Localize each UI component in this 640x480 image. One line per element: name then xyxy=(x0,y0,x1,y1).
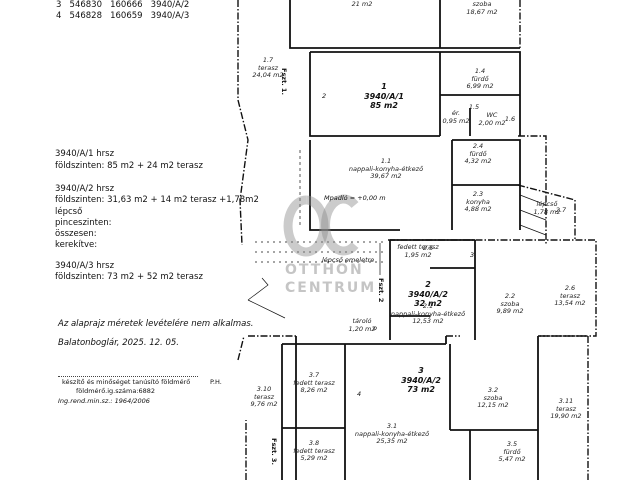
note-a1-line: földszinten: 85 m2 + 24 m2 terasz xyxy=(55,161,203,171)
unit-number-mark: 4 xyxy=(357,390,362,398)
unit-number-mark: o xyxy=(373,324,377,332)
unit-number-mark: 3 xyxy=(470,251,475,259)
note-a2-head: 3940/A/2 hrsz xyxy=(55,184,115,194)
stair-label: lépcső emeletre xyxy=(322,256,375,264)
place-date: Balatonboglár, 2025. 12. 05. xyxy=(58,338,179,348)
disclaimer: Az alaprajz méretek levételére nem alkal… xyxy=(58,319,254,329)
floor-label-fszt1: Fszt. 1. xyxy=(280,68,288,95)
watermark-line1: OTTHON xyxy=(285,262,364,278)
signature-line xyxy=(58,376,198,377)
floor-label-fszt2: Fszt. 2 xyxy=(377,278,385,303)
room-label: 21 m2 xyxy=(351,0,373,8)
note-a2-l3: lépcső xyxy=(55,207,83,217)
licence-number: Ing.rend.min.sz.: 1964/2006 xyxy=(58,397,150,405)
parcel-row: 3 546830 160666 3940/A/2 xyxy=(56,0,190,10)
note-a2-l5: összesen: xyxy=(55,229,97,239)
room-label: ér.0,95 m2 xyxy=(442,109,470,125)
note-a3-line: földszinten: 73 m2 + 52 m2 terasz xyxy=(55,272,203,282)
floor-label-fszt3: Fszt. 3. xyxy=(270,438,278,465)
watermark-line2: CENTRUM xyxy=(285,280,377,296)
maker-label: készítő és minőséget tanúsító földmérő xyxy=(62,378,191,386)
room-label: 1.6 xyxy=(504,115,516,123)
note-a2-l4: pinceszinten: xyxy=(55,218,112,228)
registration-number: földmérő.ig.száma:6882 xyxy=(76,387,156,395)
note-a2-line: földszinten: 31,63 m2 + 14 m2 terasz +1,… xyxy=(55,195,259,205)
unit-number-mark: 2 xyxy=(322,92,327,100)
note-a3-head: 3940/A/3 hrsz xyxy=(55,261,115,271)
floor-level-label: Mpadló = +0,00 m xyxy=(324,194,386,202)
ph-label: P.H. xyxy=(210,378,222,386)
parcel-row: 4 546828 160659 3940/A/3 xyxy=(56,11,190,21)
room-label: 1.5 xyxy=(468,103,480,111)
room-label: 2.5 xyxy=(422,244,434,252)
note-a2-l6: kerekítve: xyxy=(55,240,98,250)
note-a1-head: 3940/A/1 hrsz xyxy=(55,149,115,159)
room-label: 2.7 xyxy=(555,206,567,214)
